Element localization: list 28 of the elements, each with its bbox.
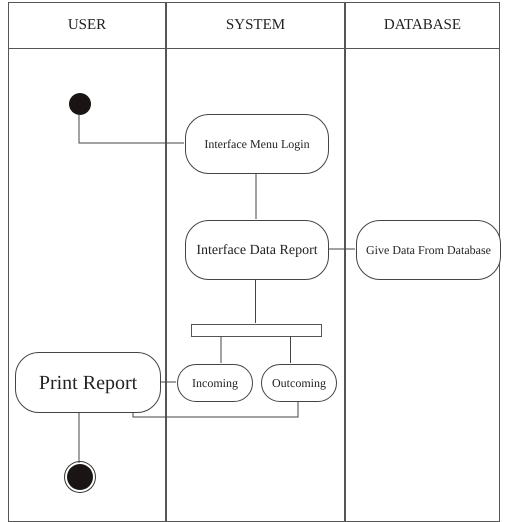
- connector-line: [78, 412, 80, 464]
- activity-label: Outcoming: [272, 375, 326, 392]
- activity-box: [185, 114, 329, 174]
- swimlane: [8, 2, 166, 522]
- lane-header: DATABASE: [346, 3, 499, 49]
- connector-line: [255, 278, 256, 324]
- activity-label: Give Data From Database: [366, 242, 491, 258]
- activity-box: [15, 352, 161, 413]
- activity-label: Interface Data Report: [196, 242, 318, 258]
- fork-bar: [191, 324, 322, 337]
- activity-box: [356, 220, 501, 280]
- lane-header: SYSTEM: [167, 3, 344, 49]
- swimlane: [166, 2, 345, 522]
- start-node: [69, 93, 91, 115]
- activity-label: Incoming: [192, 375, 238, 392]
- connector-line: [328, 248, 356, 250]
- activity-box: [261, 364, 337, 402]
- connector-line: [220, 336, 222, 364]
- connector-line: [78, 114, 184, 144]
- connector-line: [132, 400, 298, 418]
- connector-line: [290, 336, 291, 364]
- activity-box: [185, 220, 329, 280]
- activity-box: [177, 364, 253, 402]
- swimlane: [345, 2, 500, 522]
- activity-label: Interface Menu Login: [204, 136, 310, 152]
- lane-header: USER: [9, 3, 165, 49]
- activity-label: Print Report: [38, 370, 138, 396]
- end-node: [67, 464, 93, 490]
